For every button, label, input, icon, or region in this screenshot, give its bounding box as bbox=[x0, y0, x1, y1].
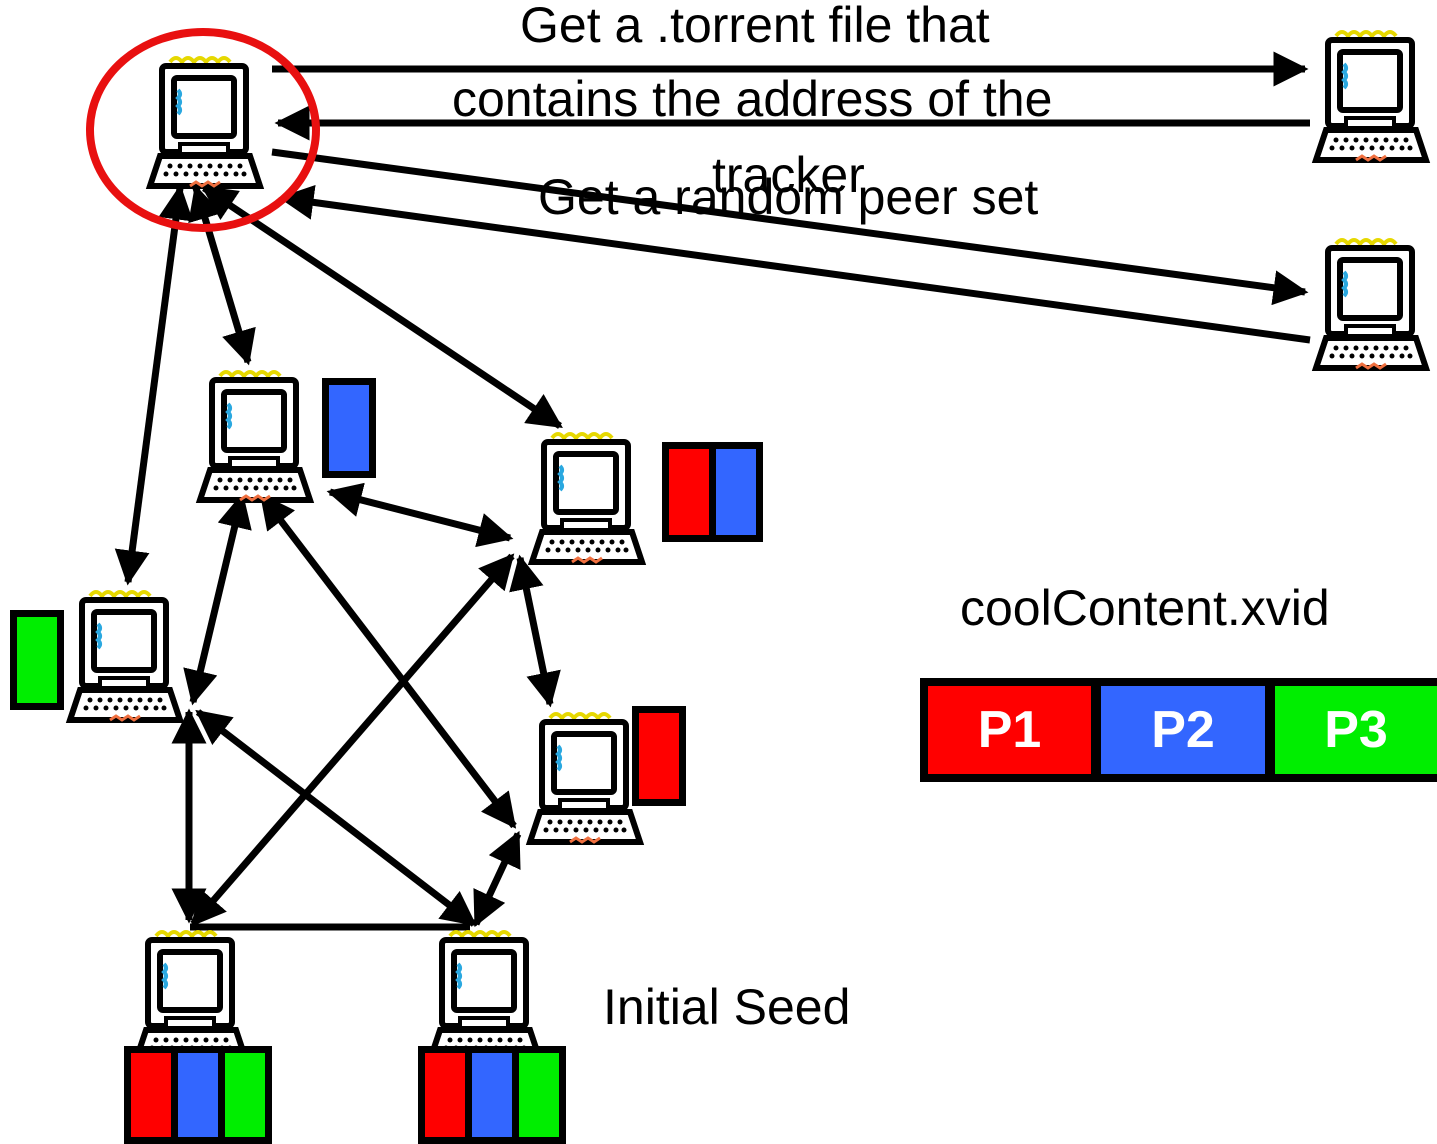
peer-a-computer bbox=[190, 354, 320, 504]
link-peer-c-seed bbox=[195, 709, 477, 927]
peer-c-piece-p3 bbox=[10, 610, 64, 710]
piece-p2-label: P2 bbox=[1151, 701, 1215, 759]
new-peer-highlight-ring bbox=[86, 28, 320, 232]
torrent-server-computer bbox=[1306, 14, 1436, 164]
link-peer-a-peer-d bbox=[259, 493, 517, 829]
piece-p3-label: P3 bbox=[1324, 701, 1388, 759]
initial-seed-piece-p3 bbox=[512, 1046, 566, 1144]
torrent-instruction-line-1: Get a .torrent file that bbox=[520, 0, 990, 53]
peer-e-piece-p2 bbox=[171, 1046, 225, 1144]
computer-icon bbox=[65, 590, 185, 723]
piece-p1: P1 bbox=[928, 686, 1091, 774]
initial-seed-piece-p2 bbox=[465, 1046, 519, 1144]
peer-e-piece-p3 bbox=[218, 1046, 272, 1144]
initial-seed-label: Initial Seed bbox=[603, 979, 851, 1035]
computer-icon bbox=[145, 56, 265, 189]
link-newpeer-peer-c bbox=[114, 184, 194, 586]
computer-icon bbox=[527, 432, 647, 565]
peer-b-computer bbox=[522, 416, 652, 566]
piece-p3: P3 bbox=[1275, 686, 1437, 774]
link-peer-a-peer-b bbox=[326, 482, 514, 548]
file-name-label: coolContent.xvid bbox=[960, 580, 1330, 636]
link-peer-d-seed bbox=[472, 830, 522, 928]
piece-p1-label: P1 bbox=[977, 701, 1042, 759]
computer-icon bbox=[195, 370, 315, 503]
computer-icon bbox=[1311, 238, 1431, 371]
peer-a-piece-p2 bbox=[322, 378, 376, 478]
piece-p2: P2 bbox=[1101, 686, 1265, 774]
computer-icon bbox=[1311, 30, 1431, 163]
computer-icon bbox=[131, 930, 251, 1063]
peer-d-piece-p1 bbox=[632, 706, 686, 806]
initial-seed-piece-p1 bbox=[418, 1046, 472, 1144]
peer-c-computer bbox=[60, 574, 190, 724]
computer-icon bbox=[525, 712, 645, 845]
link-peer-b-peer-d bbox=[509, 554, 561, 708]
new-peer-computer bbox=[140, 40, 270, 190]
peer-b-piece-p1 bbox=[662, 442, 716, 542]
computer-icon bbox=[425, 930, 545, 1063]
initial-seed-computer bbox=[420, 914, 550, 1064]
link-newpeer-peer-b bbox=[201, 185, 563, 429]
peer-set-label: Get a random peer set bbox=[538, 169, 1039, 225]
peer-b-piece-p2 bbox=[709, 442, 763, 542]
torrent-instruction-line-2: contains the address of the bbox=[452, 71, 1053, 127]
arrow-request-peers bbox=[271, 148, 1309, 306]
peer-e-piece-p1 bbox=[124, 1046, 178, 1144]
torrent-instruction-line-3: tracker bbox=[712, 147, 865, 203]
peer-d-computer bbox=[520, 696, 650, 846]
link-peer-a-peer-c bbox=[183, 492, 252, 706]
file-pieces-bar: P1 P2 P3 bbox=[920, 678, 1437, 782]
peer-e-computer bbox=[126, 914, 256, 1064]
tracker-computer bbox=[1306, 222, 1436, 372]
